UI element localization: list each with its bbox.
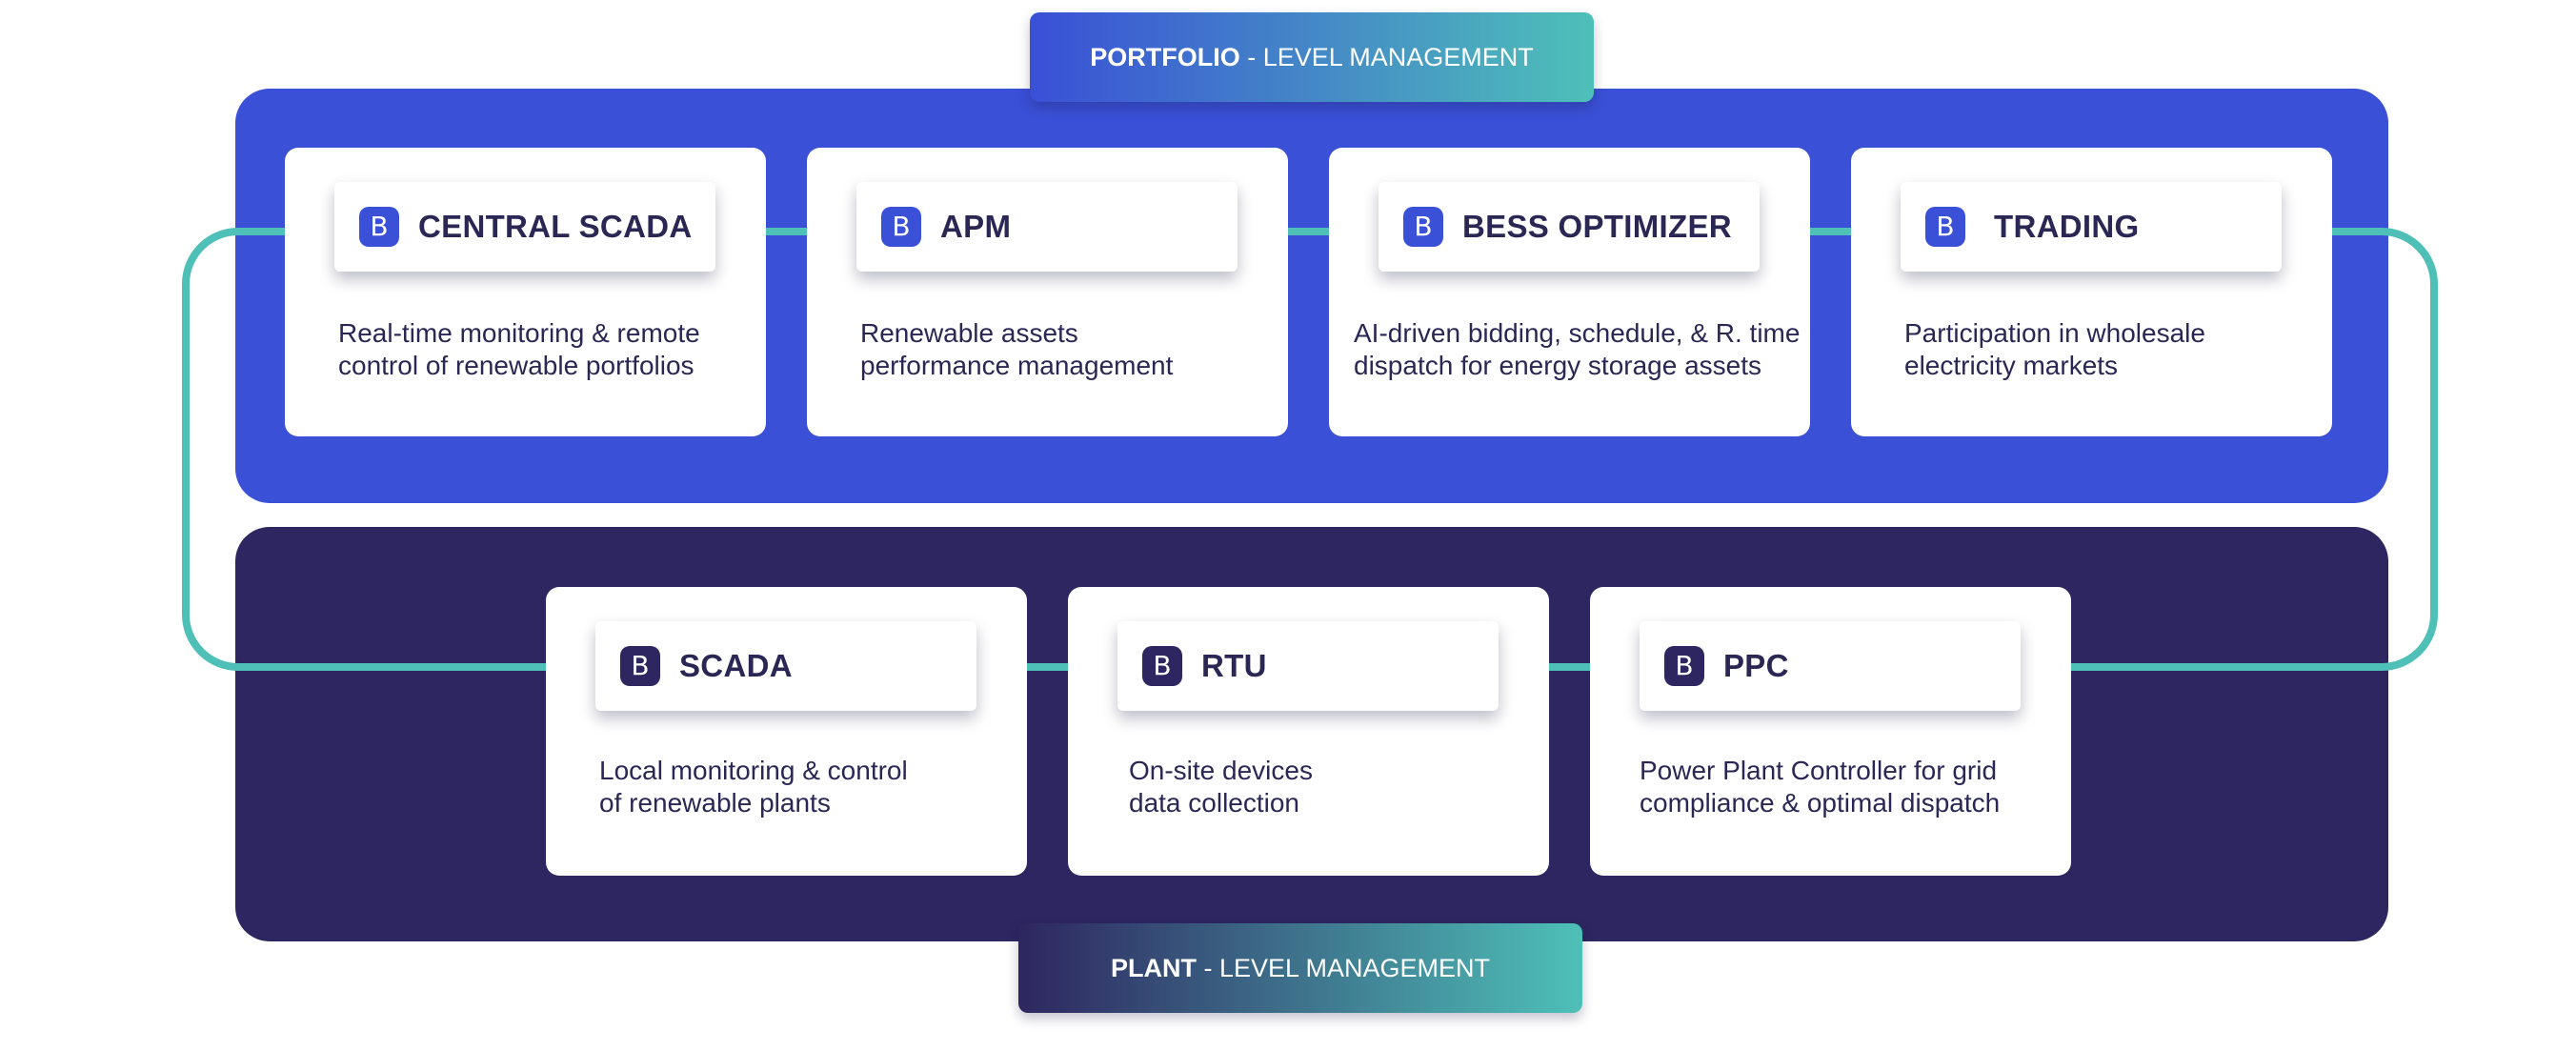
description-line: of renewable plants (599, 788, 831, 818)
module-label[interactable]: B TRADING (1901, 182, 2282, 272)
tag-bold-text: PORTFOLIO (1090, 42, 1240, 71)
module-description: Local monitoring & control of renewable … (599, 755, 1009, 819)
portfolio-level-tag: PORTFOLIO - LEVEL MANAGEMENT (1030, 12, 1594, 102)
tag-rest-text: - LEVEL MANAGEMENT (1239, 42, 1534, 71)
description-line: electricity markets (1904, 351, 2119, 380)
module-title: SCADA (679, 648, 793, 683)
description-line: performance management (860, 351, 1174, 380)
module-description: Power Plant Controller for grid complian… (1640, 755, 2068, 819)
module-description: Real-time monitoring & remote control of… (338, 317, 748, 382)
module-description: On-site devices data collection (1129, 755, 1539, 819)
module-description: Participation in wholesale electricity m… (1904, 317, 2314, 382)
description-line: data collection (1129, 788, 1300, 818)
description-line: Real-time monitoring & remote (338, 318, 700, 348)
description-line: Power Plant Controller for grid (1640, 756, 1998, 785)
module-card-central-scada: B CENTRAL SCADA Real-time monitoring & r… (285, 148, 766, 436)
module-title: PPC (1723, 648, 1789, 683)
module-label[interactable]: B BESS OPTIMIZER (1379, 182, 1760, 272)
module-card-trading: B TRADING Participation in wholesale ele… (1851, 148, 2332, 436)
module-title: CENTRAL SCADA (418, 209, 693, 244)
module-title: RTU (1201, 648, 1267, 683)
description-line: control of renewable portfolios (338, 351, 694, 380)
module-title: BESS OPTIMIZER (1462, 209, 1732, 244)
module-label[interactable]: B CENTRAL SCADA (334, 182, 715, 272)
module-card-bess-optimizer: B BESS OPTIMIZER AI-driven bidding, sche… (1329, 148, 1810, 436)
description-line: AI-driven bidding, schedule, & R. time (1354, 318, 1801, 348)
module-title: APM (940, 209, 1012, 244)
b-logo-icon: B (359, 207, 399, 247)
description-line: dispatch for energy storage assets (1354, 351, 1762, 380)
module-description: Renewable assets performance management (860, 317, 1270, 382)
module-label[interactable]: B APM (856, 182, 1238, 272)
b-logo-icon: B (1403, 207, 1443, 247)
module-card-ppc: B PPC Power Plant Controller for grid co… (1590, 587, 2071, 876)
description-line: On-site devices (1129, 756, 1313, 785)
module-card-apm: B APM Renewable assets performance manag… (807, 148, 1288, 436)
module-card-rtu: B RTU On-site devices data collection (1068, 587, 1549, 876)
description-line: Renewable assets (860, 318, 1078, 348)
module-card-scada: B SCADA Local monitoring & control of re… (546, 587, 1027, 876)
module-label[interactable]: B RTU (1117, 621, 1499, 711)
module-label[interactable]: B PPC (1640, 621, 2021, 711)
tag-bold-text: PLANT (1110, 953, 1197, 982)
b-logo-icon: B (1664, 646, 1704, 686)
module-description: AI-driven bidding, schedule, & R. time d… (1354, 317, 1801, 382)
b-logo-icon: B (1142, 646, 1182, 686)
module-title: TRADING (1994, 209, 2140, 244)
module-label[interactable]: B SCADA (595, 621, 976, 711)
tag-rest-text: - LEVEL MANAGEMENT (1196, 953, 1491, 982)
description-line: compliance & optimal dispatch (1640, 788, 2001, 818)
b-logo-icon: B (881, 207, 921, 247)
description-line: Participation in wholesale (1904, 318, 2205, 348)
plant-level-tag: PLANT - LEVEL MANAGEMENT (1018, 923, 1582, 1013)
description-line: Local monitoring & control (599, 756, 908, 785)
b-logo-icon: B (620, 646, 660, 686)
b-logo-icon: B (1925, 207, 1965, 247)
